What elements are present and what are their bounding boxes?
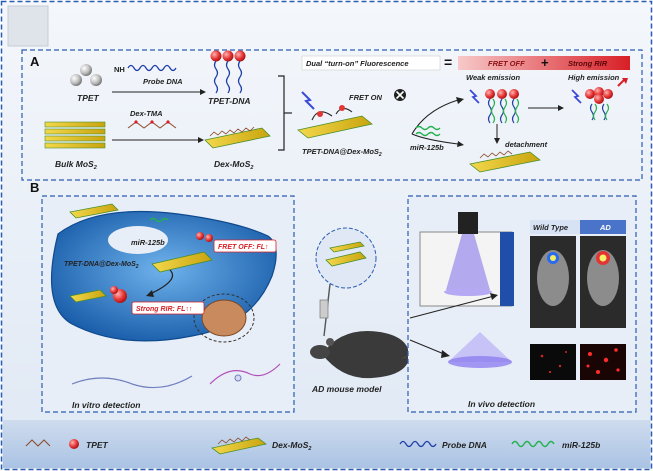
in-vivo-label: In vivo detection: [468, 399, 535, 409]
dual-turn-on-label: Dual “turn-on” Fluorescence: [306, 59, 409, 68]
ad-label: AD: [599, 223, 611, 232]
bulk-mos2-stack: [44, 121, 106, 149]
mouse-image-ad: [580, 236, 626, 328]
legend-dex-icon: [25, 439, 51, 447]
strong-rir-fl-badge: [131, 301, 205, 315]
dex-mos2-sheet: [204, 126, 271, 149]
complex-label: TPET-DNA@Dex-MoS2: [302, 147, 382, 158]
in-vitro-label: In vitro detection: [72, 400, 140, 410]
bulk-mos2-label: Bulk MoS2: [55, 159, 97, 171]
detachment-label: detachment: [505, 140, 548, 149]
weak-emission-icon: [469, 89, 520, 124]
mir-strand: [415, 125, 441, 131]
probe-dna-strand: [127, 64, 177, 72]
dex-tma-label: Dex-TMA: [130, 109, 163, 118]
probe-dna-label: Probe DNA: [143, 77, 183, 86]
legend-dex-mos2-label: Dex-MoS2: [272, 440, 311, 452]
panel-a: A TPET NH Probe DNA TPET-DNA: [21, 49, 643, 181]
fret-on-label: FRET ON: [349, 93, 382, 102]
panel-a-label: A: [30, 54, 40, 69]
weak-emission-label: Weak emission: [466, 73, 520, 82]
equals-sign: =: [444, 54, 452, 70]
blocked-cross-icon: [394, 89, 406, 101]
complex-icon: [297, 91, 373, 139]
high-emission-icon: [571, 78, 628, 121]
plus-sign: +: [541, 55, 549, 70]
tpet-dna-label: TPET-DNA: [208, 96, 251, 106]
fluorescence-banner: Dual “turn-on” Fluorescence = FRET OFF +…: [301, 54, 630, 71]
tpet-cluster: [70, 64, 102, 86]
panel-b: B miR-125b TPET-DNA@Dex-MoS2 FRET OFF: F…: [30, 180, 637, 413]
fret-off-fl-label: FRET OFF: FL↑: [218, 244, 269, 251]
legend-tpet-icon: [69, 439, 79, 449]
mir-label: miR-125b: [410, 143, 444, 152]
panel-a-frame: [21, 49, 643, 181]
fret-off-fl-badge: [213, 239, 277, 253]
neuron-fiber: [71, 375, 193, 389]
in-vitro-mir-label: miR-125b: [131, 238, 165, 247]
mouse-illustration: [310, 227, 433, 379]
fret-off-label: FRET OFF: [488, 59, 525, 68]
imaging-chamber: [419, 212, 514, 307]
detached-sheet-icon: [469, 150, 541, 173]
legend-probe-dna-icon: [399, 440, 437, 448]
panel-b-label: B: [30, 180, 39, 195]
legend-mos2-icon: [211, 436, 267, 455]
legend-mir-label: miR-125b: [562, 440, 600, 450]
ad-mouse-label: AD mouse model: [311, 384, 382, 394]
in-vitro-complex-label: TPET-DNA@Dex-MoS2: [64, 261, 139, 270]
excitation-cone: [448, 332, 512, 368]
mouse-image-wild-type: [530, 236, 576, 328]
wild-type-label: Wild Type: [533, 223, 568, 232]
dex-mos2-label: Dex-MoS2: [214, 159, 253, 171]
tpet-label: TPET: [77, 93, 100, 103]
legend-probe-dna-label: Probe DNA: [442, 440, 487, 450]
tissue-image-ad: [580, 344, 626, 380]
nh2-label: NH: [114, 65, 125, 74]
legend-mir-icon: [511, 440, 555, 448]
tissue-image-wild-type: [530, 344, 576, 380]
corner-tab: [7, 5, 49, 47]
high-emission-label: High emission: [568, 73, 620, 82]
legend: TPET Dex-MoS2 Probe DNA miR-125b: [3, 420, 650, 468]
legend-tpet-label: TPET: [86, 440, 109, 450]
tpet-dna-icon: [210, 50, 246, 94]
dex-tma-molecule: [127, 120, 177, 129]
strong-rir-fl-label: Strong RIR: FL↑↑: [136, 306, 192, 313]
light-bolt-icon: [301, 91, 315, 110]
strong-rir-label: Strong RIR: [568, 59, 608, 68]
